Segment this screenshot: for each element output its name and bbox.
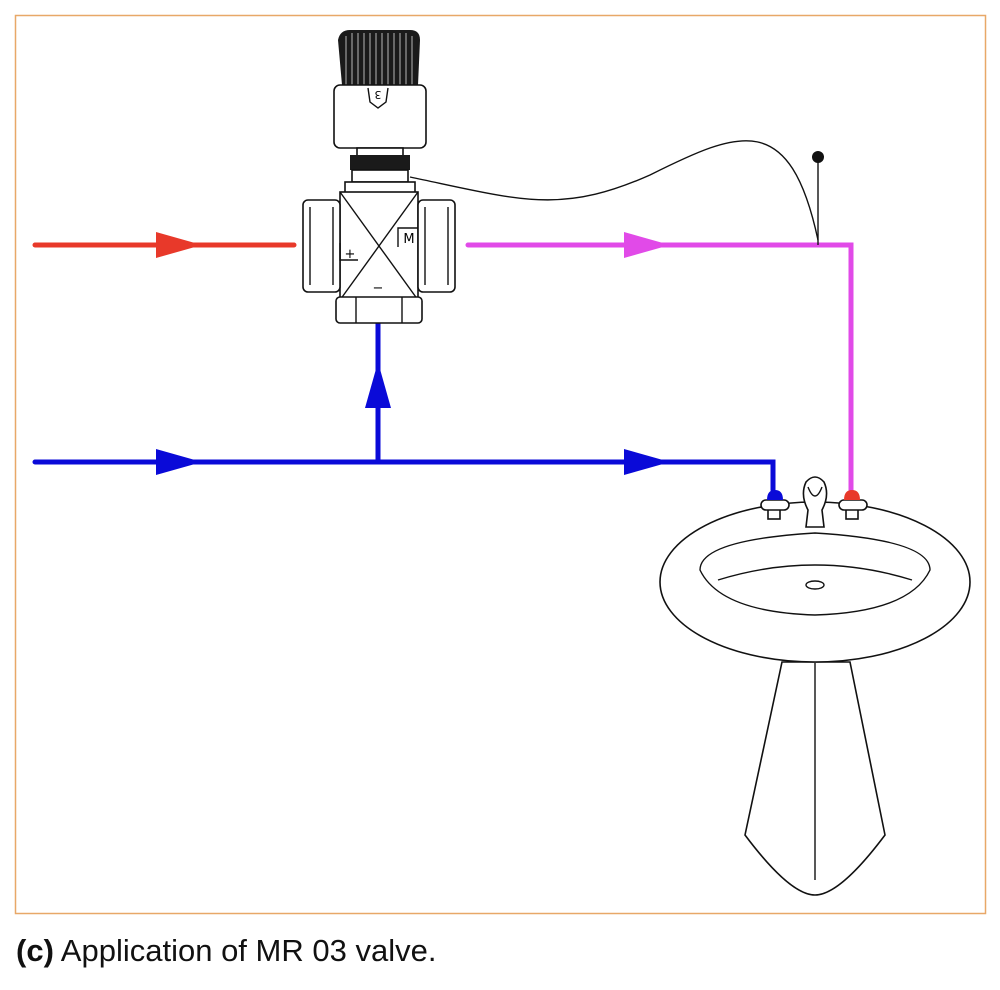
- port-minus-label: −: [373, 281, 384, 296]
- sensor-bulb-icon: [812, 151, 824, 163]
- cold-bypass-arrow: [365, 362, 391, 408]
- cold-flow-arrow: [624, 449, 670, 475]
- frame: [14, 14, 987, 915]
- valve-nut: [350, 155, 410, 170]
- bowl: [699, 532, 931, 616]
- hot-flow-arrow: [156, 232, 202, 258]
- cold-tap[interactable]: [760, 490, 790, 520]
- dial-number: 3: [375, 88, 382, 101]
- cold-port: [335, 296, 423, 324]
- mixed-pipe: [465, 232, 854, 493]
- figure-caption: (c) Application of MR 03 valve.: [16, 933, 436, 969]
- cold-pipe: [32, 322, 776, 493]
- mixed-port: [417, 199, 456, 293]
- hot-pipe: [32, 232, 297, 258]
- hot-port: [302, 199, 341, 293]
- washbasin: [659, 476, 971, 896]
- faucet-spout: [802, 476, 828, 528]
- mixing-valve: 3 + M −: [302, 30, 456, 324]
- cold-flow-arrow: [156, 449, 202, 475]
- capillary-sensor: [409, 140, 824, 245]
- drain: [805, 580, 825, 590]
- hot-tap[interactable]: [838, 490, 868, 520]
- mixed-flow-arrow: [624, 232, 670, 258]
- caption-text: Application of MR 03 valve.: [60, 933, 437, 968]
- port-plus-label: +: [345, 247, 356, 262]
- caption-label: (c): [16, 933, 54, 968]
- valve-knob: [338, 30, 420, 85]
- port-mixed-label: M: [403, 232, 414, 247]
